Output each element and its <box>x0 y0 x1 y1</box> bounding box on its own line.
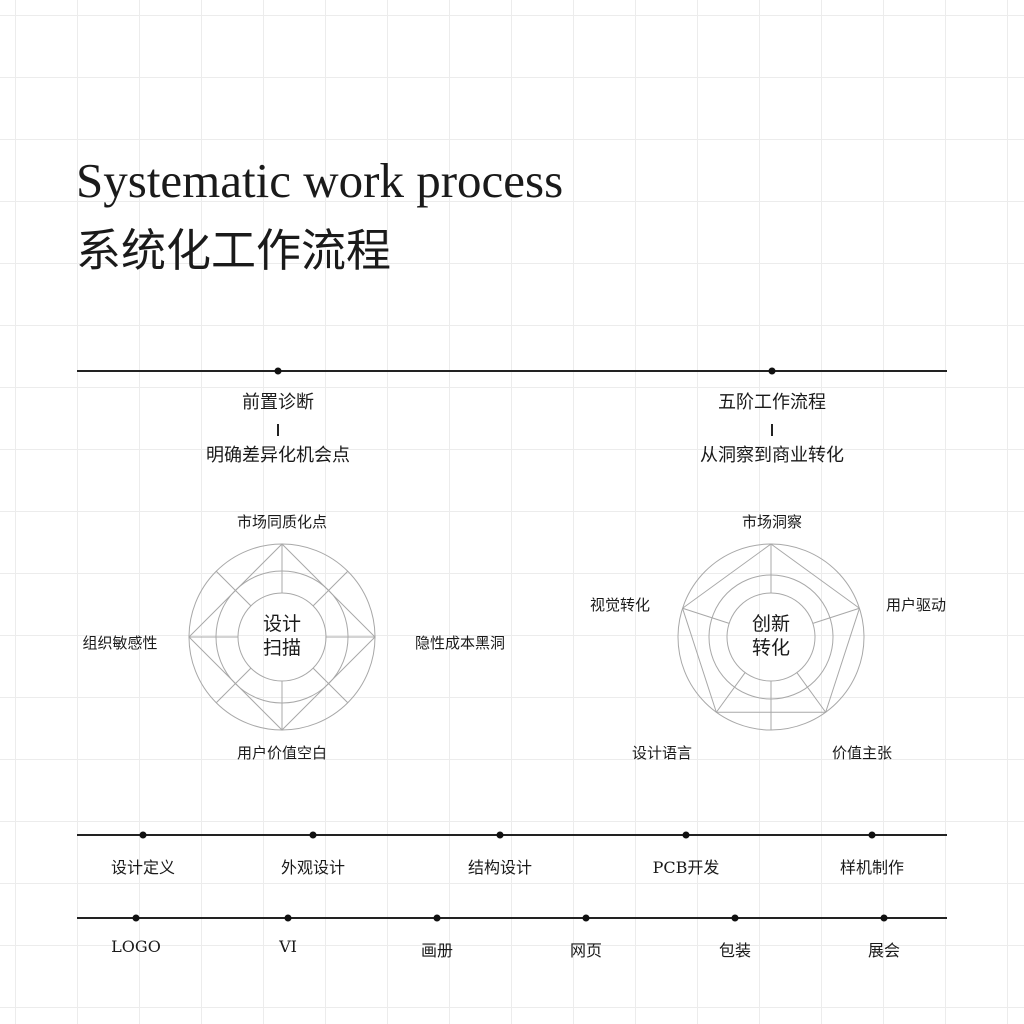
timeline-label: 展会 <box>867 941 901 960</box>
timeline-label: 结构设计 <box>467 858 533 877</box>
radar-polygon <box>188 543 376 731</box>
radar-axis-label: 视觉转化 <box>589 596 651 614</box>
phase-dot <box>768 367 776 375</box>
center-line: 扫描 <box>262 637 302 659</box>
timeline-label: 设计定义 <box>110 858 176 877</box>
radar-spoke <box>215 667 252 704</box>
timeline-dot <box>682 831 690 839</box>
radar-axis-label: 用户驱动 <box>885 596 947 614</box>
phase-title: 前置诊断 <box>242 392 314 413</box>
radar-spoke <box>682 607 730 624</box>
radar-spoke <box>812 607 860 624</box>
timeline-dot <box>309 831 317 839</box>
title-english: Systematic work process <box>76 153 564 208</box>
timeline-dot <box>139 831 147 839</box>
timeline-label: VI <box>279 937 297 956</box>
timeline-dot <box>731 914 739 922</box>
timeline-label: 网页 <box>569 941 603 960</box>
radar-spoke <box>312 667 349 704</box>
timeline-dot <box>132 914 140 922</box>
radar-axis-label: 设计语言 <box>631 744 693 762</box>
timeline-line <box>77 917 947 919</box>
radar-axis-label: 市场洞察 <box>741 513 803 531</box>
timeline-dot <box>433 914 441 922</box>
radar-spoke <box>215 570 252 607</box>
radar-axis-label: 用户价值空白 <box>236 744 328 762</box>
timeline-dot <box>880 914 888 922</box>
radar-axis-label: 市场同质化点 <box>236 513 328 531</box>
timeline-dot <box>868 831 876 839</box>
timeline-dot <box>284 914 292 922</box>
phase-dot <box>274 367 282 375</box>
radar-spoke <box>796 672 827 713</box>
center-line: 转化 <box>751 637 791 659</box>
radar-axis-label: 价值主张 <box>831 744 893 762</box>
phase-subtitle: 从洞察到商业转化 <box>700 445 844 466</box>
center-line: 创新 <box>751 613 791 635</box>
title-chinese: 系统化工作流程 <box>76 224 392 277</box>
radar-center-label: 设计 扫描 <box>263 612 301 660</box>
phase-title: 五阶工作流程 <box>718 392 826 413</box>
radar-axis-label: 隐性成本黑洞 <box>414 634 506 652</box>
timeline-dot <box>582 914 590 922</box>
timeline-label: 包装 <box>718 941 752 960</box>
timeline-label: 画册 <box>420 941 454 960</box>
divider-tick <box>771 424 773 436</box>
phase-subtitle: 明确差异化机会点 <box>206 445 350 466</box>
radar-spoke <box>715 672 746 713</box>
radar-spoke <box>312 570 349 607</box>
timeline-label: 外观设计 <box>280 858 346 877</box>
timeline-label: LOGO <box>111 937 161 956</box>
timeline-line <box>77 834 947 836</box>
radar-center-label: 创新 转化 <box>752 612 790 660</box>
timeline-label: PCB开发 <box>652 858 720 877</box>
center-line: 设计 <box>262 613 302 635</box>
timeline-label: 样机制作 <box>839 858 905 877</box>
divider-tick <box>277 424 279 436</box>
radar-axis-label: 组织敏感性 <box>82 634 158 652</box>
phase-line <box>77 370 947 372</box>
timeline-dot <box>496 831 504 839</box>
